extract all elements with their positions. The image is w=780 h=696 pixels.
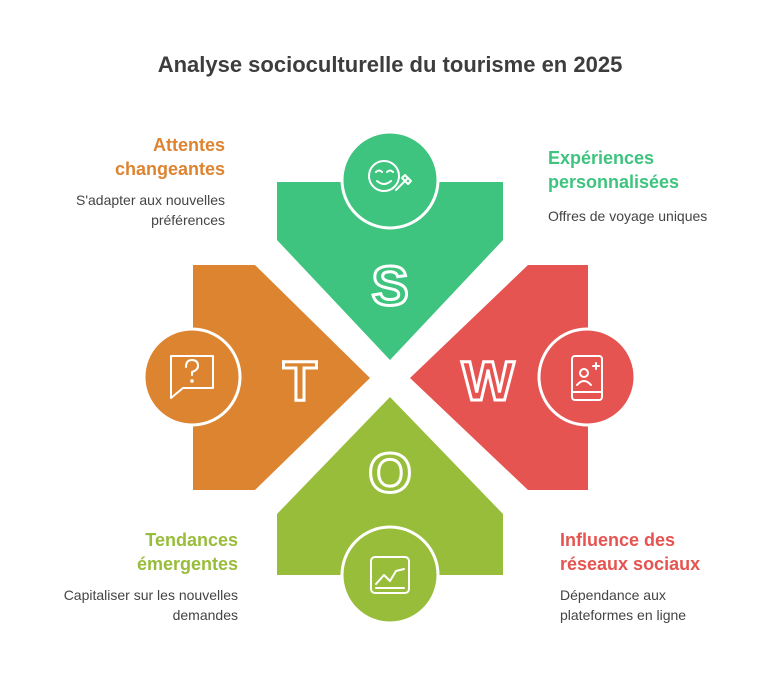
threat-heading-line-2: changeantes: [114, 159, 225, 179]
threat-icon-circle: [142, 327, 242, 427]
trend-chart-icon: [370, 556, 410, 594]
threat-description: S'adapter aux nouvelles préférences: [40, 190, 225, 230]
strength-heading-line-1: Expériences: [548, 148, 655, 168]
weakness-segment: W: [410, 265, 637, 490]
opportunity-heading: Tendances émergentes: [60, 528, 238, 576]
opportunity-heading-line-2: émergentes: [136, 554, 238, 574]
threat-description-line-1: S'adapter aux nouvelles: [76, 192, 225, 208]
threat-description-line-2: préférences: [151, 212, 225, 228]
weakness-letter: W: [462, 349, 515, 412]
opportunity-icon-circle: [340, 525, 440, 625]
question-speech-bubble-icon: [170, 355, 214, 399]
strength-description-line-1: Offres de voyage uniques: [548, 208, 708, 224]
opportunity-letter: O: [368, 441, 412, 504]
threat-heading: Attentes changeantes: [60, 133, 225, 181]
threat-heading-line-1: Attentes: [152, 135, 225, 155]
opportunity-description: Capitaliser sur les nouvelles demandes: [20, 585, 238, 625]
weakness-heading-line-1: Influence des: [560, 530, 676, 550]
weakness-shape: [410, 265, 588, 490]
threat-shape: [193, 265, 370, 490]
smiling-face-with-brush-icon: [368, 160, 412, 192]
opportunity-description-line-2: demandes: [172, 607, 238, 623]
weakness-description-line-1: Dépendance aux: [560, 587, 666, 603]
opportunity-heading-line-1: Tendances: [145, 530, 238, 550]
strength-description: Offres de voyage uniques: [548, 206, 707, 226]
opportunity-shape: [277, 397, 503, 575]
opportunity-description-line-1: Capitaliser sur les nouvelles: [63, 587, 238, 603]
weakness-heading-line-2: réseaux sociaux: [560, 554, 701, 574]
strength-icon-circle: [340, 130, 440, 230]
strength-heading: Expériences personnalisées: [548, 146, 679, 194]
opportunity-segment: O: [277, 397, 503, 625]
page-title: Analyse socioculturelle du tourisme en 2…: [157, 52, 623, 77]
threat-segment: T: [142, 265, 370, 490]
weakness-description-line-2: plateformes en ligne: [560, 607, 687, 623]
strength-segment: S: [277, 130, 503, 360]
threat-letter: T: [283, 349, 317, 412]
strength-heading-line-2: personnalisées: [548, 172, 680, 192]
phone-user-add-icon: [571, 355, 603, 401]
weakness-heading: Influence des réseaux sociaux: [560, 528, 700, 576]
strength-shape: [277, 182, 503, 360]
strength-letter: S: [371, 254, 408, 317]
weakness-description: Dépendance aux plateformes en ligne: [560, 585, 686, 625]
